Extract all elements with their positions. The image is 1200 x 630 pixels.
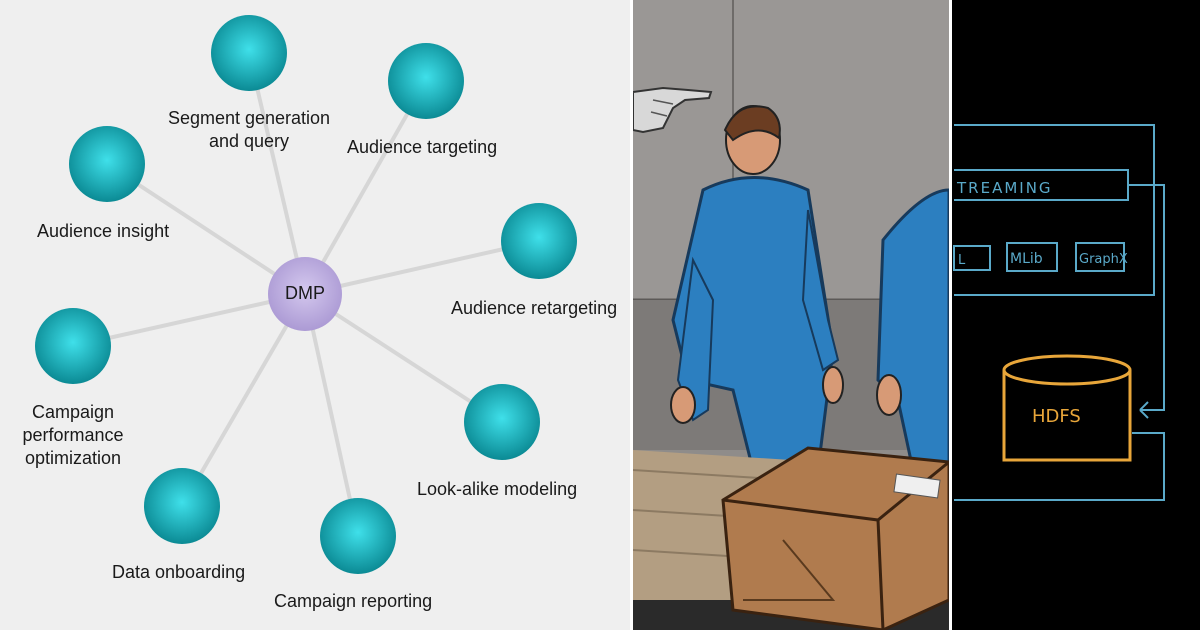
module-label: L xyxy=(958,253,966,268)
spoke-node-insight xyxy=(69,126,145,202)
spoke-node-onboarding xyxy=(144,468,220,544)
spoke-line-segment xyxy=(247,52,307,295)
label-lookalike: Look-alike modeling xyxy=(417,479,578,499)
spoke-node-campaign-perf xyxy=(35,308,111,384)
hub-label: DMP xyxy=(285,283,325,303)
label-segment: Segment generation and query xyxy=(167,108,331,151)
spoke-node-targeting xyxy=(388,43,464,119)
sketch-panel: TREAMING L MLib GraphX HDFS xyxy=(952,0,1200,630)
spoke-line-campaign-perf xyxy=(72,292,306,348)
architecture-sketch: TREAMING L MLib GraphX HDFS xyxy=(953,124,1165,501)
spoke-line-reporting xyxy=(303,293,360,537)
hub-node xyxy=(268,257,342,331)
robot-hand-icon xyxy=(633,86,713,134)
label-retargeting: Audience retargeting xyxy=(451,298,618,318)
streaming-label: TREAMING xyxy=(956,179,1053,197)
label-insight: Audience insight xyxy=(37,221,170,241)
panel-divider xyxy=(949,0,952,630)
spoke-node-reporting xyxy=(320,498,396,574)
label-campaign-perf: Campaign performance optimization xyxy=(22,402,124,468)
spoke-node-lookalike xyxy=(464,384,540,460)
spoke-line-insight xyxy=(105,162,307,296)
label-reporting: Campaign reporting xyxy=(274,591,433,611)
spoke-line-targeting xyxy=(303,80,428,295)
comic-illustration xyxy=(633,0,949,630)
module-label: MLib xyxy=(1010,251,1043,267)
panel-divider xyxy=(630,0,633,630)
label-onboarding: Data onboarding xyxy=(112,562,246,582)
spoke-line-retargeting xyxy=(304,239,540,296)
spoke-node-retargeting xyxy=(501,203,577,279)
label-targeting: Audience targeting xyxy=(347,137,498,157)
worker-figure xyxy=(670,105,844,472)
comic-illustration-panel xyxy=(633,0,949,630)
spoke-line-lookalike xyxy=(303,292,504,424)
module-label: GraphX xyxy=(1079,252,1128,267)
hdfs-label: HDFS xyxy=(1032,406,1081,427)
dmp-diagram-panel: DMP Segment generation and query Audienc… xyxy=(0,0,633,630)
spoke-node-segment xyxy=(211,15,287,91)
spoke-line-onboarding xyxy=(180,292,307,508)
cardboard-box xyxy=(721,446,949,630)
dmp-diagram xyxy=(35,15,577,574)
hdfs-storage-icon xyxy=(1002,354,1132,462)
